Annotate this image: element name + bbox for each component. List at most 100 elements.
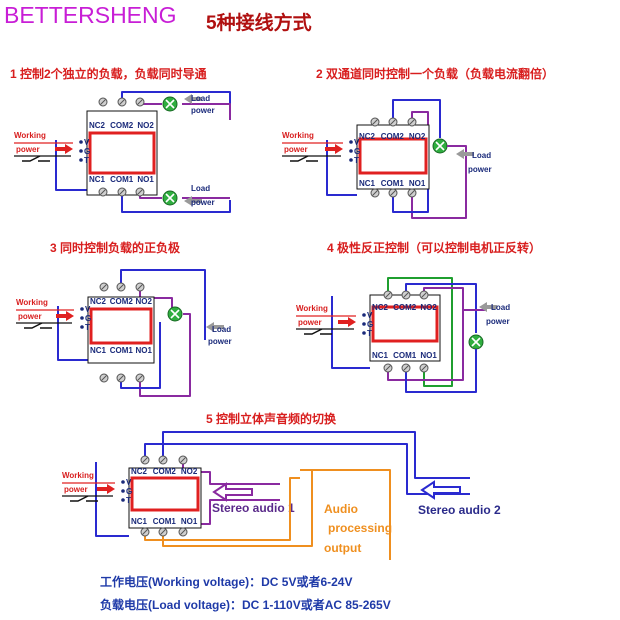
d3-pin-t [80,325,84,329]
d5-label-power: power [64,485,88,494]
d5-wire-com2-stereo2 [162,431,470,479]
d3-label-nc2: NC2 [90,297,107,306]
d3-label-power: power [208,337,232,346]
d5-label-nc2: NC2 [131,467,148,476]
d2-lamp-cross [435,141,445,151]
d4-terminal-bottom-3-slot [421,365,427,371]
d5-terminal-bottom-3-slot [180,529,186,535]
d3-wire-loop [139,313,191,397]
d1-label-nc1: NC1 [89,175,106,184]
d5-relay-body [130,476,200,512]
d2-pin-v [349,140,353,144]
d5-label-t: T [126,496,131,505]
d1-label-nc2: NC2 [89,121,106,130]
d5-label-stereo1: Stereo audio 1 [212,501,295,515]
d5-arrow-stereo2 [420,480,461,500]
diagram-3-title: 3 同时控制负载的正负极 [50,240,181,255]
d5-label-stereo2: Stereo audio 2 [418,503,501,517]
d2-label-power: power [284,145,308,154]
d4-label-power: power [298,318,322,327]
d5-wire-com1-output [162,469,313,547]
d1-load-arrow-top [184,94,202,104]
d2-label-t: T [354,156,359,165]
d3-terminal-top-2-slot [118,284,124,290]
d5-pin-t [121,498,125,502]
d4-terminal-top-3-slot [421,292,427,298]
d1-terminal-bottom-1-slot [100,189,106,195]
d1-ctrl-wire [55,140,87,191]
d4-label-working: Working [296,304,328,313]
d2-terminal-top-1-slot [372,119,378,125]
d2-load-arrow [456,149,474,159]
d3-label-com2: COM2 [110,297,134,306]
d2-label-nc2: NC2 [359,132,376,141]
d5-ctrl-wire [95,462,129,537]
d1-label-v: V [84,138,90,147]
d4-terminal-top-2-slot [403,292,409,298]
d3-pin-v [80,307,84,311]
d2-relay-body [358,137,428,175]
d1-terminal-top-3-slot [137,99,143,105]
d5-label-nc1: NC1 [131,517,148,526]
d4-label-nc1: NC1 [372,351,389,360]
d2-label-load: Load [472,151,491,160]
d1-terminal-bottom-3-slot [137,189,143,195]
d2-label-no1: NO1 [409,179,426,188]
d1-relay-body [88,131,156,175]
d2-label-g: G [354,147,360,156]
d3-label-load: Load [212,325,231,334]
d5-terminal-top-2-slot [160,457,166,463]
d4-label-power: power [486,317,510,326]
d1-terminal-top-2-slot [119,99,125,105]
d3-switch [24,322,52,329]
d3-label-working: Working [16,298,48,307]
d2-terminal-bottom-2-slot [390,190,396,196]
d1-label-no2: NO2 [137,121,154,130]
d4-wire-green [387,277,453,387]
d2-switch [290,155,318,162]
d2-terminal-top-2-slot [390,119,396,125]
d4-label-load: Load [491,303,510,312]
d4-power-arrow [338,317,356,327]
d5-label-v: V [126,478,132,487]
d5-label-no2: NO2 [181,467,198,476]
d4-label-v: V [367,311,373,320]
d4-label-no2: NO2 [420,303,437,312]
d2-pin-g [349,149,353,153]
d2-label-working: Working [282,131,314,140]
d2-terminal-bottom-3-slot [409,190,415,196]
d1-label-t: T [84,156,89,165]
diagram-5-title: 5 控制立体声音频的切换 [206,411,337,426]
d1-pin-t [79,158,83,162]
d3-label-nc1: NC1 [90,346,107,355]
d1-label-power-bottom: power [191,198,215,207]
d2-terminal-top-3-slot [409,119,415,125]
d3-label-t: T [85,323,90,332]
d5-label-audio-3: output [324,541,361,555]
d1-pin-g [79,149,83,153]
d3-pin-g [80,316,84,320]
watermark: BETTERSHENG [4,2,177,28]
d5-label-no1: NO1 [181,517,198,526]
d5-pin-v [121,480,125,484]
d4-load-arrow [479,302,497,312]
d5-terminal-top-3-slot [180,457,186,463]
d4-label-com2: COM2 [393,303,417,312]
d2-wire-no1 [411,145,467,219]
d1-lamp-top-cross [165,99,175,109]
d1-lamp-bottom-cross [165,193,175,203]
d3-terminal-bottom-2-slot [118,375,124,381]
d4-label-com1: COM1 [393,351,417,360]
d3-relay-body [89,307,153,345]
d5-label-com1: COM1 [153,517,177,526]
d5-wire-nc1-output [144,477,300,541]
d3-wire-com1 [120,322,161,389]
d5-arrow-stereo1 [212,482,253,502]
d3-terminal-top-3-slot [137,284,143,290]
d4-label-no1: NO1 [420,351,437,360]
d3-wire-no2-a [139,287,173,314]
d2-power-arrow [325,144,343,154]
d2-label-no2: NO2 [409,132,426,141]
